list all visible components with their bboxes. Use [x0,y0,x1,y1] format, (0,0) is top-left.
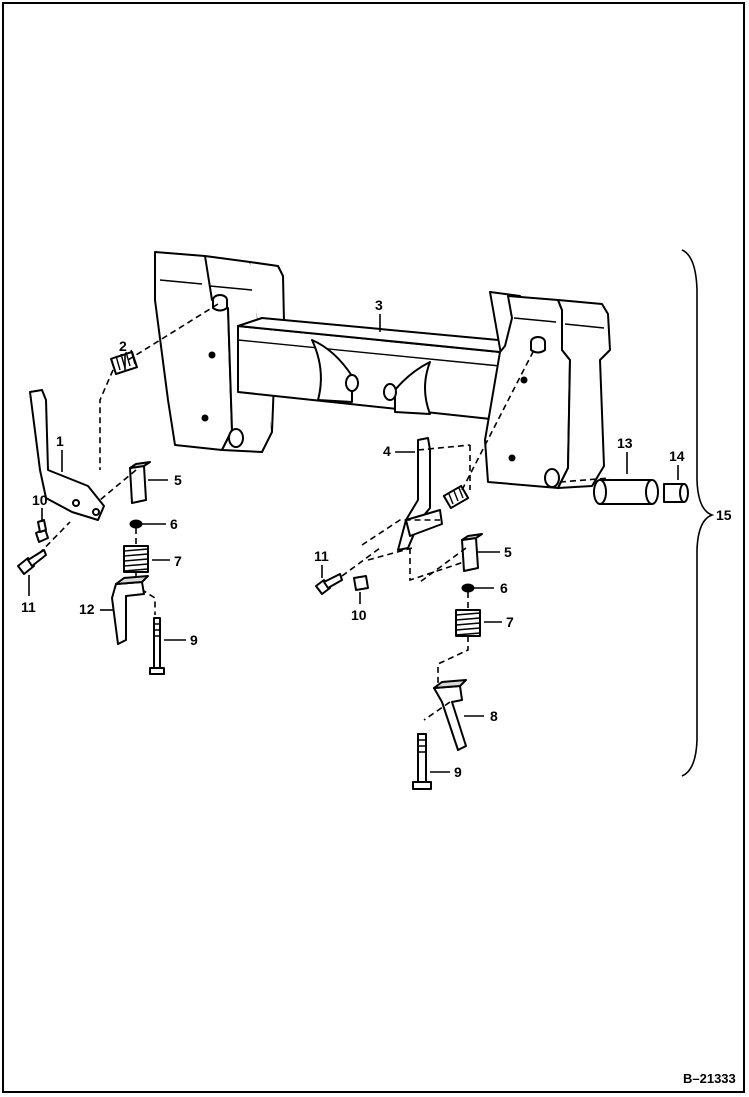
spring-2 [110,349,138,376]
callout-15: 15 [716,507,732,523]
right-latch-assembly [315,347,536,790]
figure-id: B–21333 [683,1071,736,1086]
callout-7-right: 7 [506,614,514,630]
callout-5-right: 5 [504,544,512,560]
callout-1: 1 [56,433,64,449]
bushings [559,477,689,505]
spring-2-right [442,484,470,510]
callout-7-left: 7 [174,553,182,569]
callout-2: 2 [119,338,127,354]
callout-8: 8 [490,708,498,724]
callout-9-right: 9 [454,764,462,780]
callout-6-right: 6 [500,580,508,596]
spring-7-left [123,545,149,573]
callout-6-left: 6 [170,516,178,532]
callout-11-right: 11 [314,548,329,564]
callout-14: 14 [669,448,685,464]
callout-4: 4 [383,443,391,459]
callout-5-left: 5 [174,472,182,488]
callout-3: 3 [375,297,383,313]
assembly-brace [681,249,715,777]
callout-13: 13 [617,435,633,451]
callout-9-left: 9 [190,632,198,648]
callout-10-left: 10 [32,492,48,508]
left-latch-assembly [17,303,219,675]
callout-12: 12 [79,601,95,617]
leader-lines [28,314,679,773]
mounting-frame [154,251,611,489]
callout-11-left: 11 [21,599,36,615]
spring-7-right [455,609,481,637]
callout-10-right: 10 [351,607,367,623]
callout-labels: 2 3 1 4 5 5 6 6 7 7 8 9 9 10 10 11 11 12… [21,297,732,780]
